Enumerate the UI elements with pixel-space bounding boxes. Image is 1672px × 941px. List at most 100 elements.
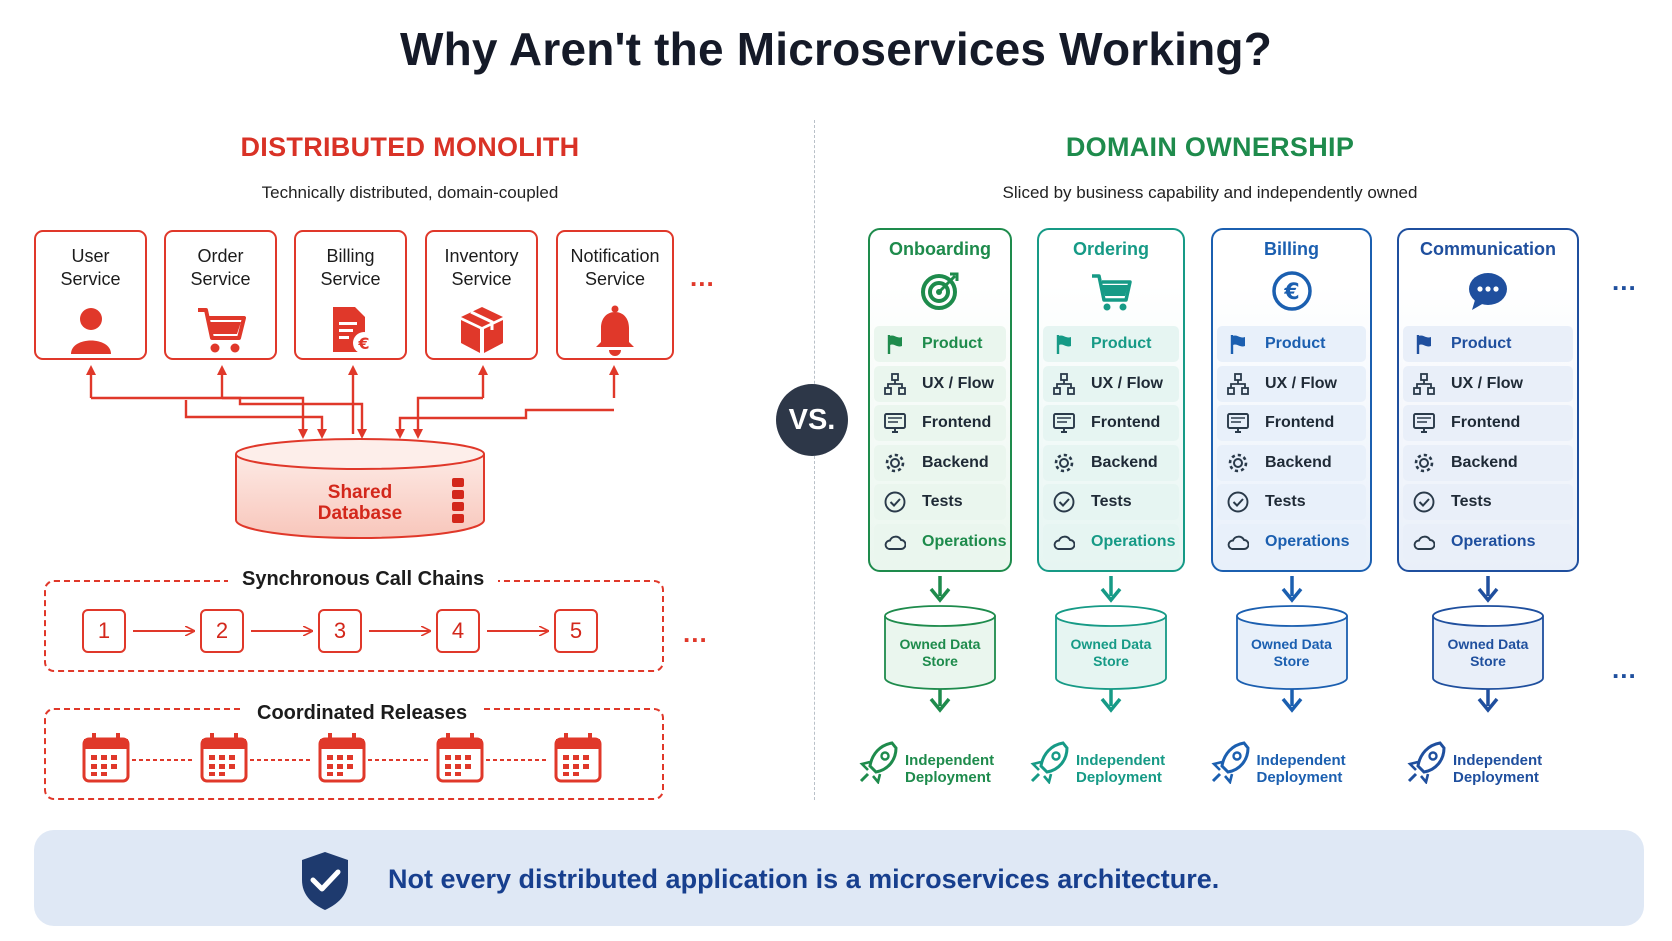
capability-row-frontend: Frontend — [1403, 405, 1573, 442]
sitemap-icon — [1413, 372, 1435, 395]
flow-arrows — [1100, 576, 1122, 713]
shield-check-icon — [302, 852, 348, 910]
owned-data-store-cylinder — [1055, 605, 1167, 690]
deploy-label-line2: Deployment — [1076, 769, 1162, 786]
capability-label: Tests — [1091, 493, 1132, 511]
conclusion-text: Not every distributed application is a m… — [388, 864, 1220, 894]
capability-label: UX / Flow — [1091, 374, 1163, 392]
more-stores-ellipsis: ... — [1612, 654, 1637, 684]
capability-row-product: Product — [874, 326, 1006, 362]
store-label-line2: Store — [1093, 653, 1129, 669]
release-calendars — [82, 731, 602, 783]
store-label-line1: Owned Data — [1447, 636, 1529, 652]
deploy-label-line1: Independent — [1076, 752, 1166, 769]
database-label-line2: Database — [317, 503, 403, 524]
capability-row-frontend: Frontend — [874, 405, 1006, 442]
domain-column-title: Ordering — [1072, 239, 1149, 259]
capability-label: Tests — [922, 493, 963, 511]
call-chain-arrows — [133, 600, 700, 660]
capability-label: Tests — [1451, 493, 1492, 511]
capability-row-tests: Tests — [874, 484, 1006, 521]
cloud-icon — [1053, 535, 1075, 550]
capability-label: Backend — [922, 453, 989, 471]
deploy-label-line1: Independent — [905, 752, 995, 769]
capability-label: Operations — [1451, 533, 1536, 550]
service-name: Inventory — [444, 246, 519, 266]
store-label-line1: Owned Data — [1251, 636, 1332, 652]
rocket-icon — [859, 741, 898, 784]
database-label-line1: Shared — [327, 482, 393, 503]
call-step: 2 — [200, 609, 244, 653]
sitemap-icon — [884, 372, 906, 395]
domain-column-title: Onboarding — [889, 239, 991, 259]
store-label-line2: Store — [1470, 653, 1506, 669]
capability-label: Tests — [1265, 493, 1306, 511]
capability-label: UX / Flow — [1451, 374, 1523, 392]
service-name: Order — [197, 246, 244, 266]
store-label-line2: Store — [1273, 653, 1310, 669]
call-step: 1 — [82, 609, 126, 653]
monitor-icon — [1413, 413, 1435, 434]
capability-row-product: Product — [1403, 326, 1573, 362]
capability-label: Operations — [1265, 533, 1350, 550]
call-chains-label: Synchronous Call Chains — [228, 568, 499, 591]
cloud-icon — [1413, 535, 1435, 550]
user-icon — [71, 308, 111, 354]
euro-icon: € — [1271, 271, 1312, 311]
section-divider — [814, 120, 815, 800]
gear-icon — [1054, 453, 1074, 473]
capability-label: Product — [1265, 335, 1326, 352]
flag-icon — [1230, 335, 1245, 354]
capability-row-operations: Operations — [874, 524, 1006, 560]
capability-row-tests: Tests — [1403, 484, 1573, 521]
capability-row-tests: Tests — [1043, 484, 1179, 521]
calendar-icon — [552, 740, 598, 786]
capability-label: Backend — [1091, 453, 1158, 471]
gear-icon — [1414, 453, 1434, 473]
left-subtitle: Technically distributed, domain-coupled — [261, 183, 559, 202]
service-db-connectors — [86, 365, 619, 439]
right-subtitle: Sliced by business capability and indepe… — [1002, 183, 1418, 202]
capability-row-backend: Backend — [1403, 444, 1573, 481]
capability-label: Frontend — [1265, 414, 1335, 432]
capability-row-product: Product — [1043, 326, 1179, 362]
service-suffix: Service — [584, 269, 646, 289]
deploy-label-line2: Deployment — [1453, 769, 1539, 786]
capability-row-backend: Backend — [874, 444, 1006, 481]
rocket-icon — [1030, 741, 1069, 784]
service-name: User — [71, 246, 110, 266]
capability-label: UX / Flow — [1265, 374, 1337, 392]
store-label-line2: Store — [922, 653, 958, 669]
more-services-ellipsis: ... — [690, 262, 715, 292]
flag-icon — [1056, 335, 1071, 354]
more-domains-ellipsis: ... — [1612, 266, 1637, 296]
capability-label: Frontend — [922, 414, 992, 432]
domain-column-title: Communication — [1419, 239, 1556, 259]
capability-row-ux-flow: UX / Flow — [1217, 365, 1366, 402]
releases-label: Coordinated Releases — [243, 702, 482, 725]
invoice-euro-icon: € — [333, 307, 375, 354]
monitor-icon — [884, 413, 906, 434]
capability-row-operations: Operations — [1043, 524, 1179, 560]
flag-icon — [1416, 335, 1431, 354]
left-heading: DISTRIBUTED MONOLITH — [240, 132, 580, 162]
shared-database-cylinder — [235, 438, 485, 539]
calendar-icon — [80, 740, 126, 786]
check-circle-icon — [1053, 491, 1075, 513]
svg-text:€: € — [357, 334, 369, 353]
call-step: 5 — [554, 609, 598, 653]
call-step: 4 — [436, 609, 480, 653]
service-suffix: Service — [451, 269, 512, 289]
capability-label: Operations — [922, 533, 1007, 550]
capability-label: Frontend — [1091, 414, 1161, 432]
